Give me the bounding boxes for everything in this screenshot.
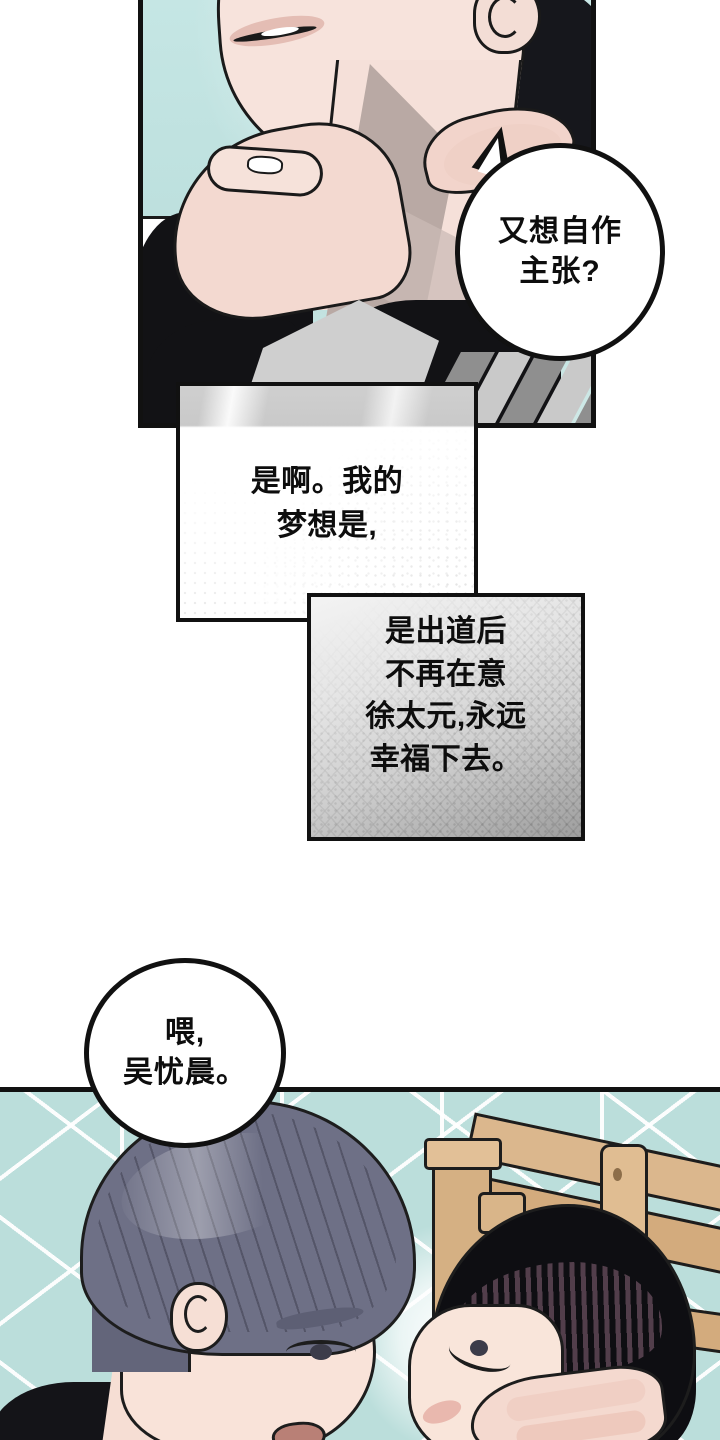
narration-box-upper[interactable]: 是啊。我的 梦想是, (176, 382, 478, 622)
speech-bubble-bottom[interactable]: 喂, 吴忧晨。 (84, 958, 286, 1148)
speech-bubble-top[interactable]: 又想自作 主张? (455, 143, 665, 361)
panel-bottom (0, 1087, 720, 1440)
left-character-ear-inner (184, 1295, 212, 1333)
narration-box-upper-sheen (180, 386, 474, 430)
narration-box-lower-text: 是出道后 不再在意 徐太元,永远 幸福下去。 (365, 615, 527, 776)
left-character-eye (286, 1340, 356, 1364)
wooden-post-cap (424, 1138, 502, 1170)
narration-box-lower-dots (311, 597, 581, 837)
narration-box-lower[interactable]: 是出道后 不再在意 徐太元,永远 幸福下去。 (307, 593, 585, 841)
speech-bubble-top-text: 又想自作 主张? (498, 215, 622, 288)
left-character-hair-strands (96, 1112, 396, 1332)
narration-box-upper-texture-left (180, 458, 340, 618)
rail-bolt (613, 1168, 622, 1181)
narration-box-upper-texture (254, 418, 474, 618)
right-character-pupil (470, 1340, 488, 1356)
narration-box-upper-text: 是啊。我的 梦想是, (250, 465, 404, 542)
narration-box-lower-crosshatch (311, 597, 581, 837)
left-character-pupil (310, 1344, 332, 1360)
character-ear-inner (488, 0, 522, 38)
speech-bubble-bottom-text: 喂, 吴忧晨。 (123, 1015, 247, 1089)
